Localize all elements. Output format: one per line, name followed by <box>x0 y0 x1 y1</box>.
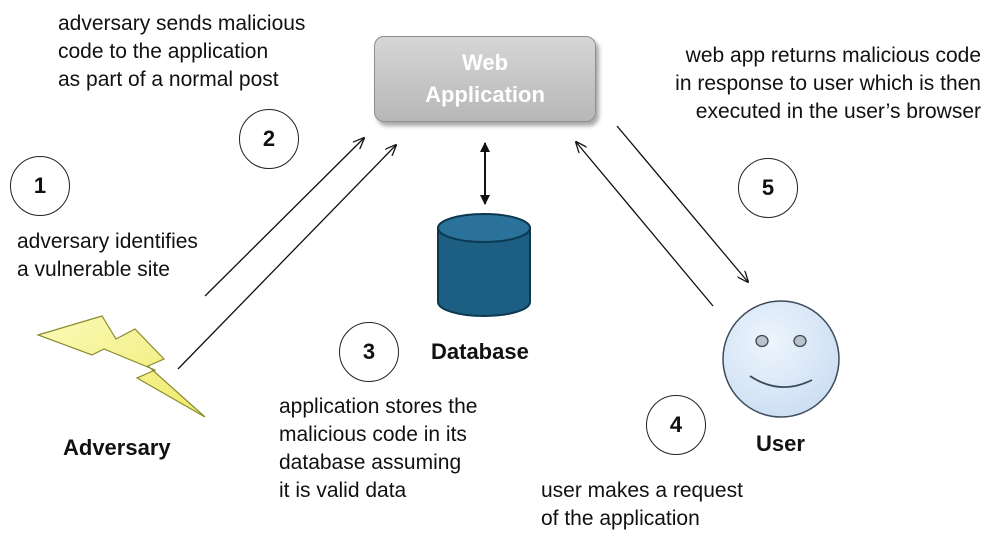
step-3-caption-line: it is valid data <box>279 479 407 502</box>
user-label: User <box>756 431 805 456</box>
arrow-webapp-to-user <box>616 125 748 282</box>
step-4-circle: 4 <box>646 395 706 455</box>
step-5-caption-line: executed in the user’s browser <box>695 100 981 123</box>
step-1-caption: adversary identifies a vulnerable site <box>17 228 198 284</box>
adversary-label: Adversary <box>63 435 171 460</box>
step-3-caption-line: malicious code in its <box>279 423 467 446</box>
step-2-caption: adversary sends malicious code to the ap… <box>58 10 305 94</box>
arrow-adversary-to-webapp-2 <box>177 145 396 370</box>
step-1-caption-line: a vulnerable site <box>17 258 170 281</box>
step-5-caption-line: web app returns malicious code <box>685 44 981 67</box>
step-4-caption-line: of the application <box>541 507 700 530</box>
step-3-caption-line: database assuming <box>279 451 462 474</box>
step-3-caption-line: application stores the <box>279 395 478 418</box>
arrow-user-to-webapp <box>576 142 714 307</box>
step-5-caption: web app returns malicious code in respon… <box>675 42 981 126</box>
database-label: Database <box>431 339 529 364</box>
step-5-caption-line: in response to user which is then <box>675 72 981 95</box>
step-4-caption: user makes a request of the application <box>541 477 743 533</box>
step-3-circle: 3 <box>339 322 399 382</box>
step-5-circle: 5 <box>738 158 798 218</box>
step-2-caption-line: adversary sends malicious <box>58 12 306 35</box>
step-2-caption-line: code to the application <box>58 40 269 63</box>
step-2-caption-line: as part of a normal post <box>58 68 279 91</box>
web-application-label-line2: Application <box>425 82 545 107</box>
arrow-adversary-to-webapp-1 <box>204 138 364 297</box>
step-2-circle: 2 <box>239 109 299 169</box>
step-3-caption: application stores the malicious code in… <box>279 393 477 505</box>
database-icon <box>437 213 531 317</box>
web-application-label-line1: Web <box>461 50 509 75</box>
step-1-circle: 1 <box>10 156 70 216</box>
lightning-bolt-icon <box>36 315 206 418</box>
smiley-face-icon <box>722 300 840 418</box>
web-application-box: Web Application <box>374 36 596 122</box>
step-1-caption-line: adversary identifies <box>17 230 198 253</box>
step-4-caption-line: user makes a request <box>541 479 743 502</box>
